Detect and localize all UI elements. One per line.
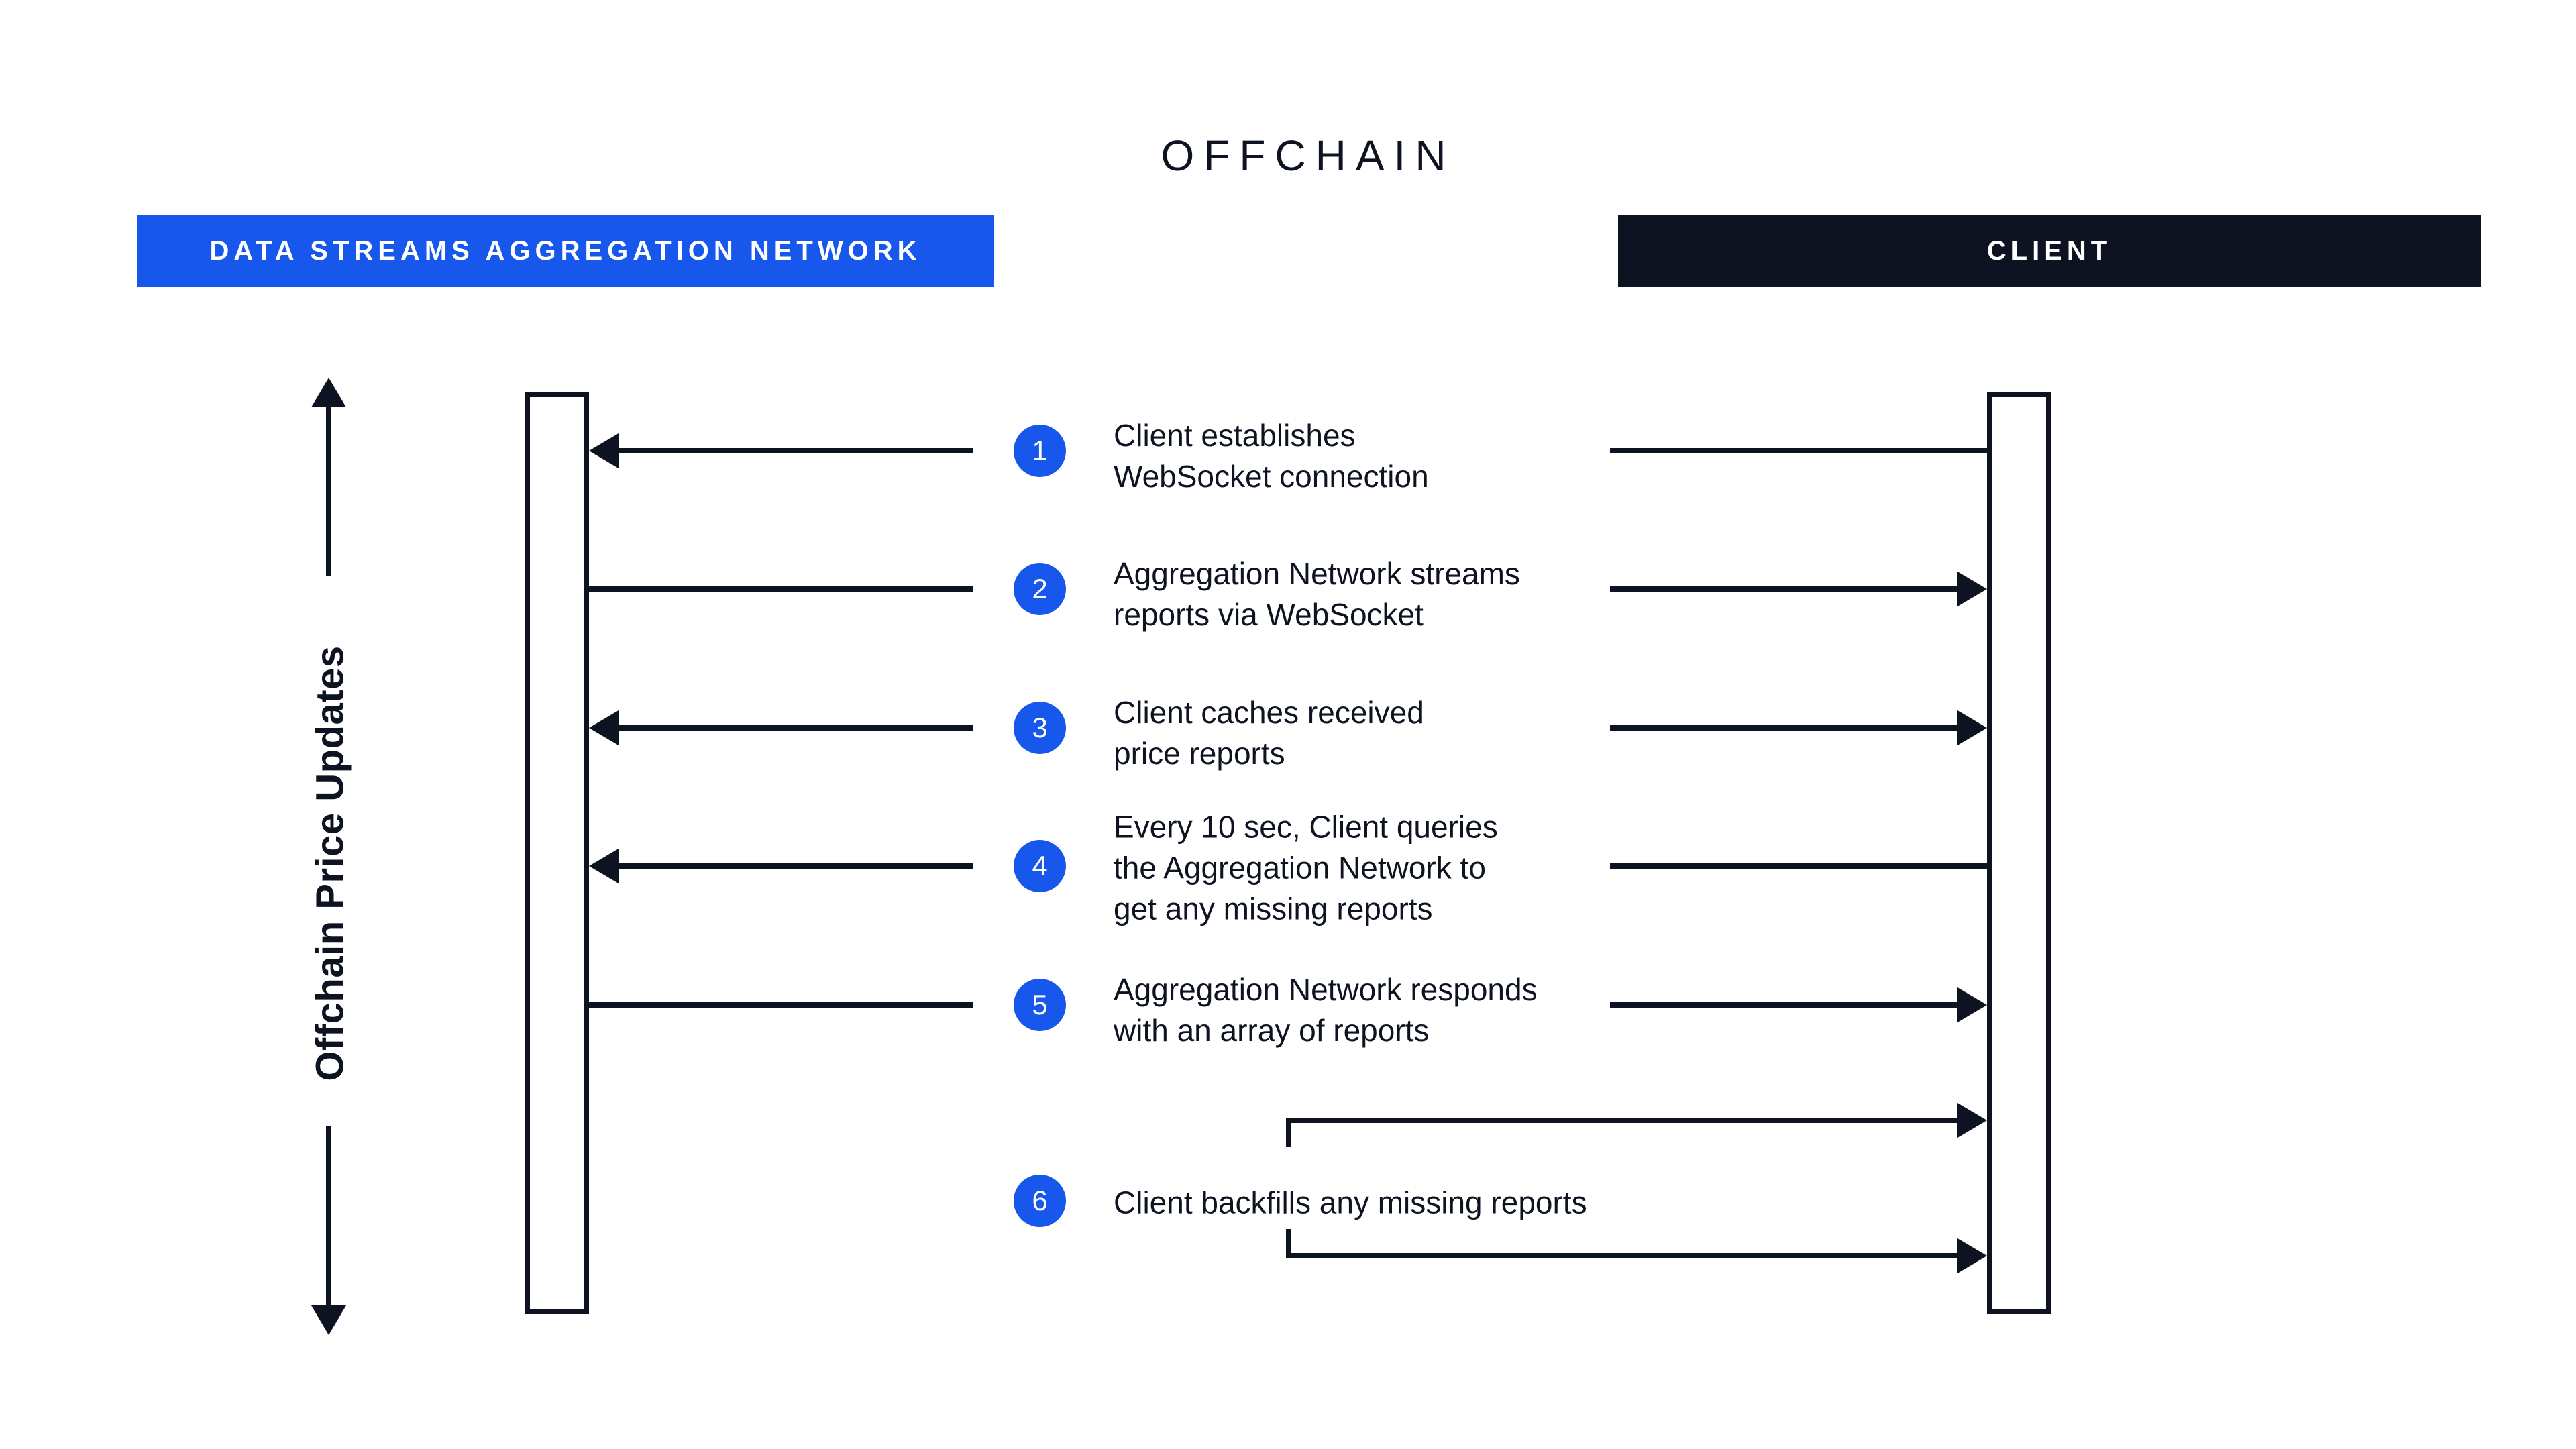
message-3-line-right	[1610, 725, 1960, 731]
lifeline-client	[1987, 392, 2051, 1314]
message-5-line-right	[1610, 1002, 1960, 1008]
message-5-line-left	[589, 1002, 973, 1008]
axis-label: Offchain Price Updates	[308, 645, 352, 1081]
message-6-stub-top	[1286, 1118, 1291, 1147]
step-4-label: Every 10 sec, Client queries the Aggrega…	[1114, 809, 1498, 926]
message-5-arrowhead-right-icon	[1957, 987, 1987, 1022]
message-6-line-bottom	[1289, 1253, 1957, 1258]
step-3-badge: 3	[1014, 702, 1066, 754]
message-1-line-left	[613, 448, 973, 453]
message-1-line-right	[1610, 448, 1987, 453]
step-6-badge: 6	[1014, 1175, 1066, 1227]
lane-header-client: CLIENT	[1618, 215, 2481, 287]
axis-arrow-down-icon	[311, 1305, 346, 1335]
message-2-line-left	[589, 586, 973, 592]
message-6-line-top	[1289, 1118, 1957, 1123]
message-2-line-right	[1610, 586, 1960, 592]
diagram-title: OFFCHAIN	[1161, 131, 1456, 180]
step-2-label: Aggregation Network streams reports via …	[1114, 556, 1520, 632]
step-3-label: Client caches received price reports	[1114, 695, 1424, 771]
axis-line-top	[326, 402, 331, 576]
step-5-badge: 5	[1014, 979, 1066, 1031]
message-6-stub-bottom	[1286, 1229, 1291, 1258]
message-3-line-left	[613, 725, 973, 731]
message-4-line-right	[1610, 863, 1987, 869]
lane-header-aggregation-network-label: DATA STREAMS AGGREGATION NETWORK	[209, 236, 922, 266]
lane-header-aggregation-network: DATA STREAMS AGGREGATION NETWORK	[137, 215, 994, 287]
step-1-label: Client establishes WebSocket connection	[1114, 418, 1429, 494]
step-4-badge: 4	[1014, 840, 1066, 892]
lane-header-client-label: CLIENT	[1986, 236, 2112, 266]
axis-line-bottom	[326, 1126, 331, 1308]
message-4-line-left	[613, 863, 973, 869]
step-6-label: Client backfills any missing reports	[1114, 1185, 1587, 1220]
step-5-label: Aggregation Network responds with an arr…	[1114, 972, 1538, 1048]
message-6-arrowhead-bottom-icon	[1957, 1238, 1987, 1273]
message-6-arrowhead-top-icon	[1957, 1103, 1987, 1138]
step-1-badge: 1	[1014, 425, 1066, 477]
message-2-arrowhead-right-icon	[1957, 572, 1987, 606]
axis-arrow-up-icon	[311, 378, 346, 407]
step-2-badge: 2	[1014, 563, 1066, 615]
message-3-arrowhead-right-icon	[1957, 710, 1987, 745]
lifeline-aggregation-network	[525, 392, 589, 1314]
